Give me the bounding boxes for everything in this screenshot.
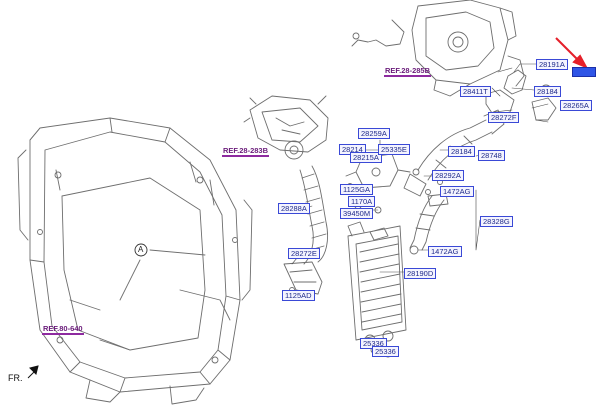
intake-pipe-upper <box>485 69 557 121</box>
part-label-28215A[interactable]: 28215A <box>350 152 382 163</box>
part-label-1472AG-upper[interactable]: 1472AG <box>440 186 474 197</box>
fr-direction-arrow <box>27 365 39 379</box>
part-label-39450M[interactable]: 39450M <box>340 208 374 219</box>
part-label-28292A[interactable]: 28292A <box>432 170 464 181</box>
bracket-28259A <box>345 153 411 189</box>
hose-28288A <box>299 165 329 265</box>
ref-28-285b[interactable]: REF.28-285B <box>384 66 432 77</box>
part-label-28328G[interactable]: 28328G <box>480 216 513 227</box>
callout-letter: A <box>138 245 144 254</box>
turbocharger-assembly <box>243 95 329 160</box>
part-label-28411T[interactable]: 28411T <box>460 86 491 97</box>
engine-block <box>351 0 525 97</box>
part-label-1170A[interactable]: 1170A <box>348 196 376 207</box>
part-label-28259A[interactable]: 28259A <box>358 128 390 139</box>
part-label-28288A[interactable]: 28288A <box>278 203 310 214</box>
callout-circle <box>134 243 148 257</box>
part-label-28191A[interactable]: 28191A <box>536 59 568 70</box>
part-label-1125GA[interactable]: 1125GA <box>340 184 373 195</box>
part-label-28265A[interactable]: 28265A <box>560 100 592 111</box>
front-direction-label: FR. <box>8 373 23 383</box>
ref-28-283b[interactable]: REF.28-283B <box>222 146 270 157</box>
part-label-28190D[interactable]: 28190D <box>404 268 437 279</box>
part-label-25336-b[interactable]: 25336 <box>372 346 399 357</box>
hose-28328G <box>409 193 449 255</box>
part-label-28184-upper[interactable]: 28184 <box>534 86 561 97</box>
highlighted-part-label[interactable] <box>572 67 596 77</box>
intercooler-core <box>347 221 407 346</box>
part-label-28272F[interactable]: 28272F <box>488 112 520 123</box>
part-label-1472AG-lower[interactable]: 1472AG <box>428 246 462 257</box>
part-label-28748[interactable]: 28748 <box>478 150 505 161</box>
ref-80-640[interactable]: REF.80-640 <box>42 324 84 335</box>
highlight-arrow <box>555 37 589 70</box>
part-label-25335E[interactable]: 25335E <box>378 144 410 155</box>
part-label-1125AD[interactable]: 1125AD <box>282 290 315 301</box>
part-label-28272E[interactable]: 28272E <box>288 248 320 259</box>
part-label-28184-mid[interactable]: 28184 <box>448 146 475 157</box>
front-end-module-frame <box>17 117 253 405</box>
